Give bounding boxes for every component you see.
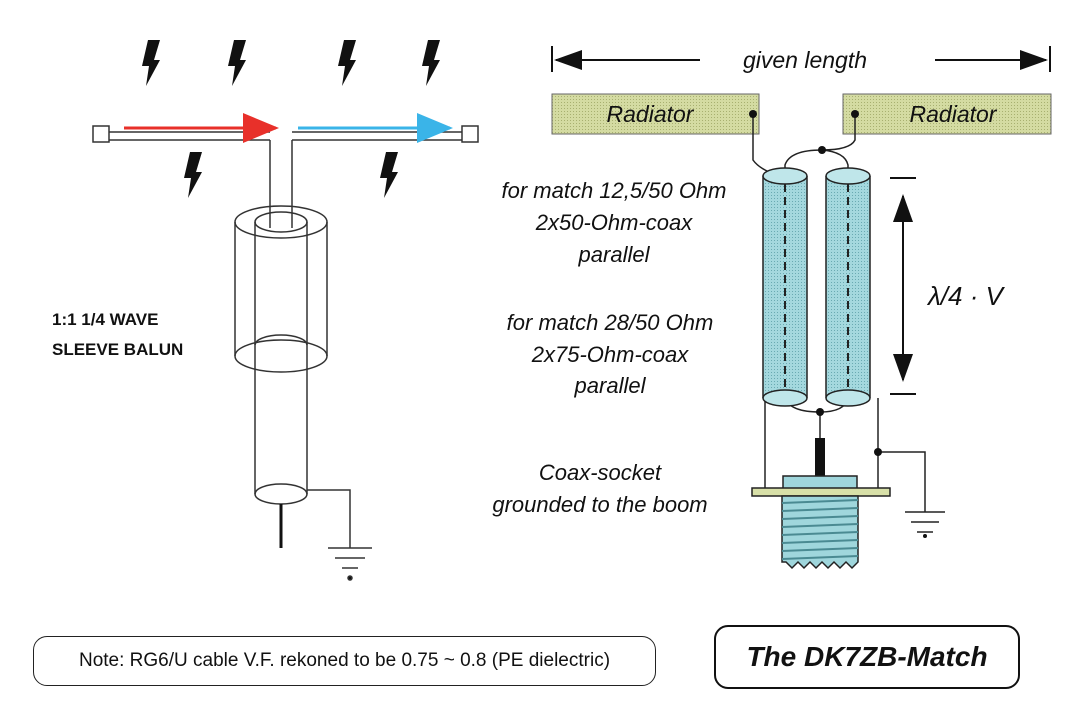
- note-box: Note: RG6/U cable V.F. rekoned to be 0.7…: [33, 636, 656, 686]
- lightning-bolt-icons: [142, 40, 440, 198]
- note-text: Note: RG6/U cable V.F. rekoned to be 0.7…: [78, 650, 611, 671]
- lightning-bolt-icon: [380, 152, 398, 198]
- sleeve-balun-drawing: [92, 125, 479, 581]
- lightning-bolt-icon: [422, 40, 440, 86]
- coax-socket: [751, 438, 891, 570]
- radiator-left: [551, 93, 760, 135]
- diagram-title: The DK7ZB-Match: [746, 641, 988, 672]
- match2-line2: 2x75-Ohm-coax: [531, 342, 690, 367]
- socket-line1: Coax-socket: [539, 460, 662, 485]
- quarter-wave-dimension: [890, 177, 916, 395]
- balun-label-line2: SLEEVE BALUN: [52, 340, 183, 359]
- balun-label-line1: 1:1 1/4 WAVE: [52, 310, 158, 329]
- match1-line1: for match 12,5/50 Ohm: [502, 178, 727, 203]
- radiator-right-label: Radiator: [910, 101, 998, 127]
- lightning-bolt-icon: [338, 40, 356, 86]
- quarter-wave-label: λ/4 · V: [926, 281, 1006, 311]
- right-end-terminal: [461, 125, 479, 143]
- match2-line1: for match 28/50 Ohm: [507, 310, 714, 335]
- radiator-right: [842, 93, 1052, 135]
- given-length-dimension: [551, 46, 1051, 72]
- socket-line2: grounded to the boom: [492, 492, 707, 517]
- match1-line3: parallel: [578, 242, 651, 267]
- title-box: The DK7ZB-Match: [714, 625, 1020, 689]
- coax-pair: [762, 167, 871, 407]
- lightning-bolt-icon: [228, 40, 246, 86]
- lightning-bolt-icon: [184, 152, 202, 198]
- left-end-terminal: [92, 125, 110, 143]
- match1-line2: 2x50-Ohm-coax: [535, 210, 694, 235]
- given-length-label: given length: [743, 47, 867, 73]
- dk7zb-match-diagram: 1:1 1/4 WAVE SLEEVE BALUN given length R…: [52, 40, 1052, 581]
- radiator-left-label: Radiator: [607, 101, 695, 127]
- lightning-bolt-icon: [142, 40, 160, 86]
- match2-line3: parallel: [574, 373, 647, 398]
